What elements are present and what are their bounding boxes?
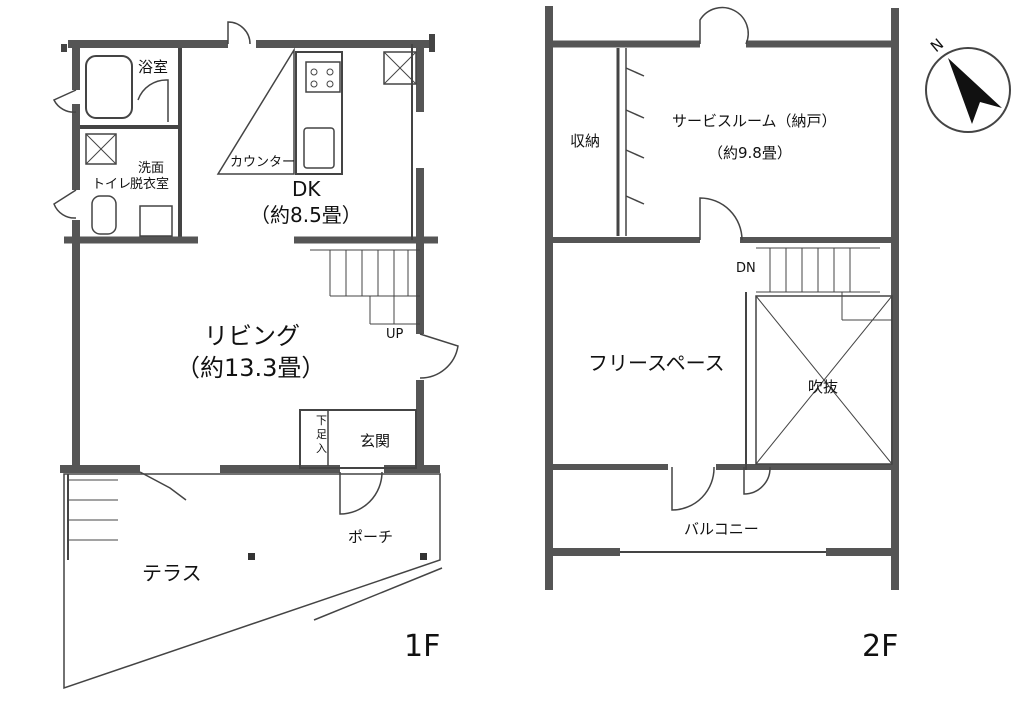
label-terrace: テラス (142, 561, 202, 585)
label-free-space: フリースペース (588, 351, 725, 375)
label-stairs-down: DN (736, 261, 756, 276)
label-void: 吹抜 (808, 378, 838, 396)
label-counter: カウンター (230, 155, 295, 170)
floor1-label: 1F (404, 629, 440, 664)
floor2-plan (545, 6, 899, 590)
label-living: リビング (204, 322, 300, 350)
label-entrance: 玄関 (360, 432, 390, 450)
label-service-room-size: （約9.8畳） (708, 144, 792, 162)
label-dk-size: （約8.5畳） (250, 203, 362, 227)
label-porch: ポーチ (348, 528, 393, 546)
label-storage: 収納 (570, 132, 600, 150)
label-shoe-3: 入 (316, 442, 327, 455)
floor2-label: 2F (862, 629, 898, 664)
label-living-size: （約13.3畳） (176, 354, 325, 382)
label-dk: DK (292, 177, 321, 201)
floor1-plan (52, 21, 459, 690)
compass-label: N (927, 35, 947, 56)
label-balcony: バルコニー (684, 520, 759, 538)
north-arrow-icon (925, 47, 1011, 133)
label-bath: 浴室 (138, 58, 168, 76)
label-washroom-1: 洗面 (138, 161, 164, 176)
label-stairs-up: UP (386, 327, 404, 342)
label-service-room: サービスルーム（納戸） (672, 112, 837, 130)
label-shoe-2: 足 (316, 428, 327, 441)
label-shoe-1: 下 (316, 414, 327, 427)
label-toilet: トイレ (92, 177, 131, 192)
label-washroom-2: 脱衣室 (130, 176, 169, 192)
